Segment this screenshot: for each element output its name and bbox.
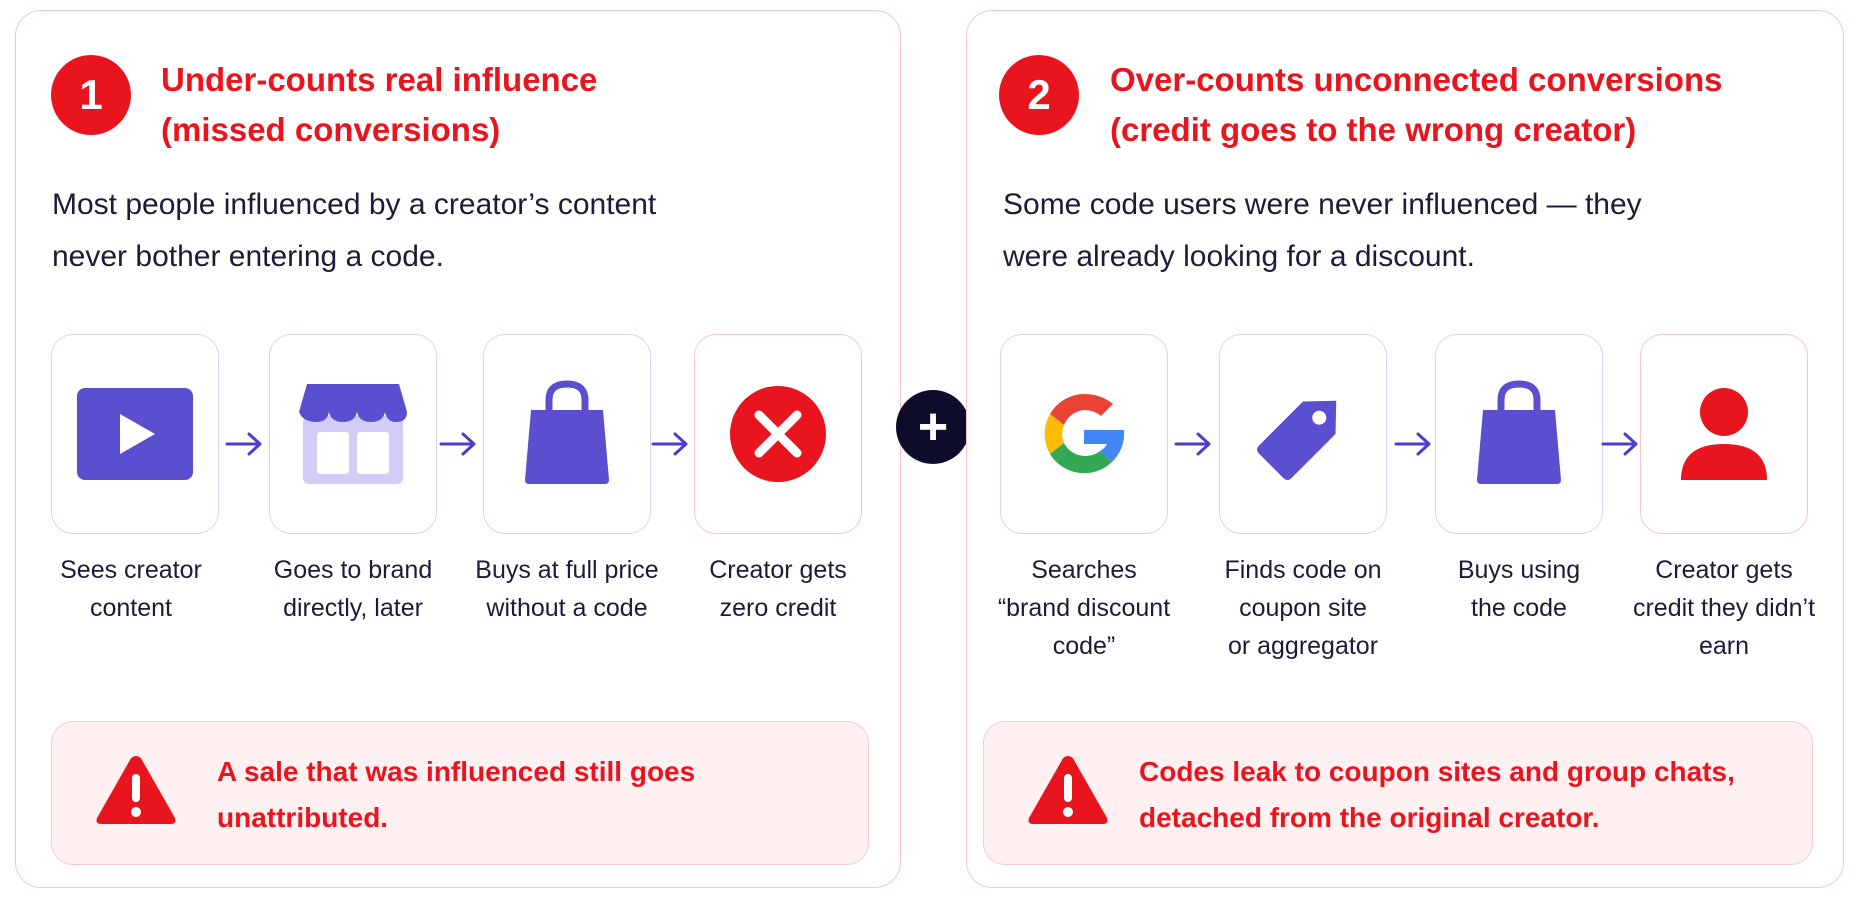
shopping-bag-icon	[525, 380, 609, 484]
user-icon	[1681, 388, 1767, 480]
warning-callout: Codes leak to coupon sites and group cha…	[983, 721, 1813, 865]
panel-title-line: (missed conversions)	[161, 111, 501, 148]
step-label-line: Finds code on	[1224, 556, 1382, 584]
step-card-sees-content	[51, 334, 219, 534]
step-label: Searches “brand discount code”	[974, 551, 1194, 665]
step-label-line: zero credit	[719, 594, 837, 622]
step-label-line: Goes to brand	[273, 556, 433, 584]
panel-title: Over-counts unconnected conversions (cre…	[1110, 55, 1722, 155]
over-counted-conversions-panel: 2 Over-counts unconnected conversions (c…	[966, 10, 1844, 888]
panel-title-line: Under-counts real influence	[161, 61, 598, 98]
step-label-line: “brand discount	[997, 594, 1171, 622]
panel-title: Under-counts real influence (missed conv…	[161, 55, 597, 155]
play-video-icon	[77, 388, 193, 480]
arrow-right-icon	[225, 432, 262, 456]
step-label: Creator gets zero credit	[668, 551, 888, 627]
step-card-searches	[1000, 334, 1168, 534]
panel-title-line: (credit goes to the wrong creator)	[1110, 111, 1637, 148]
step-card-zero-credit	[694, 334, 862, 534]
google-search-icon	[1044, 394, 1124, 474]
warning-triangle-icon	[96, 756, 176, 824]
step-label-line: Sees creator	[60, 556, 202, 584]
step-label-line: Searches	[1031, 556, 1137, 584]
warning-text: Codes leak to coupon sites and group cha…	[1139, 749, 1735, 841]
arrow-right-icon	[439, 432, 476, 456]
step-label: Goes to brand directly, later	[243, 551, 463, 627]
step-label: Buys using the code	[1409, 551, 1629, 627]
step-card-goes-to-brand	[269, 334, 437, 534]
step-label: Buys at full price without a code	[457, 551, 677, 627]
arrow-right-icon	[1394, 432, 1431, 456]
panel-description: Some code users were never influenced — …	[1003, 179, 1642, 283]
arrow-right-icon	[651, 432, 688, 456]
number-badge: 2	[999, 55, 1079, 135]
step-label-line: directly, later	[283, 594, 423, 622]
missed-conversions-panel: 1 Under-counts real influence (missed co…	[15, 10, 901, 888]
warning-triangle-icon	[1028, 756, 1108, 824]
panel-description: Most people influenced by a creator’s co…	[52, 179, 656, 283]
step-label-line: coupon site	[1239, 594, 1367, 622]
step-label-line: or aggregator	[1227, 632, 1379, 660]
warning-text: A sale that was influenced still goes un…	[217, 749, 695, 841]
step-label-line: Creator gets	[1655, 556, 1793, 584]
description-line: never bother entering a code.	[52, 240, 444, 273]
number-badge: 1	[51, 55, 131, 135]
warning-text-line: detached from the original creator.	[1139, 802, 1600, 833]
step-label: Finds code on coupon site or aggregator	[1193, 551, 1413, 665]
panel-title-line: Over-counts unconnected conversions	[1110, 61, 1723, 98]
step-label-line: Buys using	[1457, 556, 1581, 584]
description-line: Some code users were never influenced — …	[1003, 188, 1642, 221]
warning-callout: A sale that was influenced still goes un…	[51, 721, 869, 865]
warning-text-line: unattributed.	[217, 802, 389, 833]
step-label-line: Buys at full price	[475, 556, 659, 584]
step-label-line: the code	[1471, 594, 1567, 622]
arrow-right-icon	[1601, 432, 1638, 456]
step-label-line: content	[89, 594, 172, 622]
step-label-line: earn	[1698, 632, 1750, 660]
step-label-line: without a code	[486, 594, 648, 622]
step-label: Sees creator content	[21, 551, 241, 627]
x-circle-icon	[730, 386, 826, 482]
step-card-buys-full-price	[483, 334, 651, 534]
plus-icon: +	[896, 390, 970, 464]
storefront-icon	[299, 384, 407, 484]
step-card-unearned-credit	[1640, 334, 1808, 534]
step-label: Creator gets credit they didn’t earn	[1614, 551, 1834, 665]
step-label-line: Creator gets	[709, 556, 847, 584]
price-tag-icon	[1257, 400, 1337, 480]
warning-text-line: A sale that was influenced still goes	[217, 756, 696, 787]
arrow-right-icon	[1174, 432, 1211, 456]
shopping-bag-icon	[1477, 380, 1561, 484]
step-label-line: credit they didn’t	[1632, 594, 1816, 622]
description-line: were already looking for a discount.	[1003, 240, 1475, 273]
step-card-finds-code	[1219, 334, 1387, 534]
step-label-line: code”	[1052, 632, 1116, 660]
step-card-buys-using-code	[1435, 334, 1603, 534]
warning-text-line: Codes leak to coupon sites and group cha…	[1139, 756, 1735, 787]
description-line: Most people influenced by a creator’s co…	[52, 188, 657, 221]
